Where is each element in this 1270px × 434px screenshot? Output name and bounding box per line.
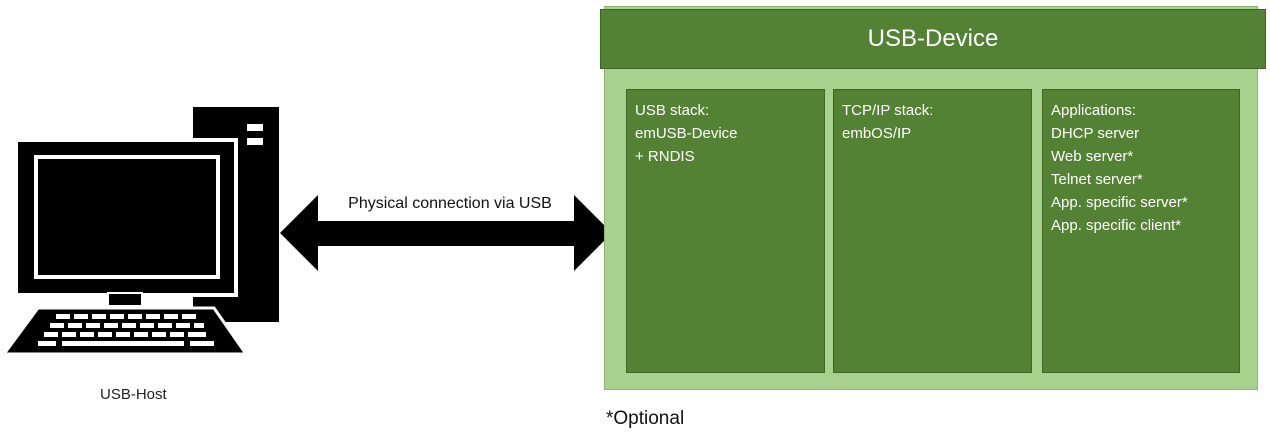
usb-stack-line: emUSB-Device <box>635 125 738 142</box>
usb-stack-box: USB stack: emUSB-Device + RNDIS <box>626 89 825 373</box>
tcpip-stack-box: TCP/IP stack: embOS/IP <box>833 89 1032 373</box>
applications-line: App. specific server* <box>1051 194 1188 211</box>
applications-line: DHCP server <box>1051 125 1140 142</box>
applications-line: Web server* <box>1051 148 1134 165</box>
host-label: USB-Host <box>100 386 167 403</box>
connection-label: Physical connection via USB <box>348 195 552 212</box>
desktop-computer-icon <box>1 107 279 356</box>
usb-stack-line: + RNDIS <box>635 148 695 165</box>
applications-line: App. specific client* <box>1051 217 1182 234</box>
footnote: *Optional <box>606 408 685 429</box>
applications-line: Applications: <box>1051 102 1137 119</box>
usb-stack-line: USB stack: <box>635 102 710 119</box>
tcpip-stack-line: embOS/IP <box>842 125 912 142</box>
tcpip-stack-line: TCP/IP stack: <box>842 102 934 119</box>
device-title: USB-Device <box>600 9 1266 69</box>
applications-box: Applications: DHCP server Web server* Te… <box>1042 89 1240 373</box>
applications-line: Telnet server* <box>1051 171 1143 188</box>
double-arrow-icon <box>280 195 612 271</box>
